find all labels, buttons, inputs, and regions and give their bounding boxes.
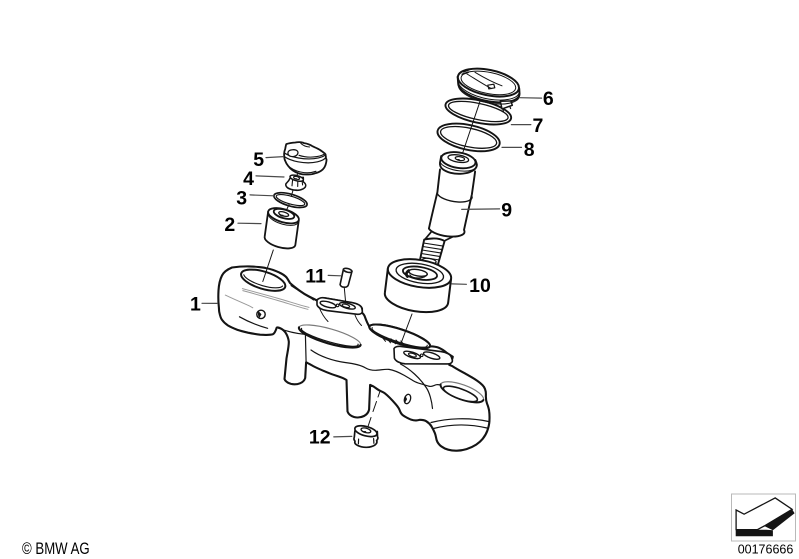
- svg-text:9: 9: [501, 199, 512, 221]
- svg-text:10: 10: [469, 275, 491, 297]
- svg-text:12: 12: [309, 427, 331, 449]
- svg-text:7: 7: [532, 115, 543, 137]
- svg-text:00176666: 00176666: [738, 543, 794, 557]
- svg-text:11: 11: [305, 266, 326, 288]
- svg-text:6: 6: [543, 88, 554, 110]
- svg-text:8: 8: [524, 139, 535, 161]
- svg-text:2: 2: [224, 214, 235, 236]
- svg-text:3: 3: [236, 188, 247, 210]
- svg-text:© BMW AG: © BMW AG: [22, 540, 90, 559]
- svg-text:4: 4: [243, 168, 254, 190]
- svg-text:5: 5: [253, 149, 264, 171]
- svg-text:1: 1: [190, 294, 201, 316]
